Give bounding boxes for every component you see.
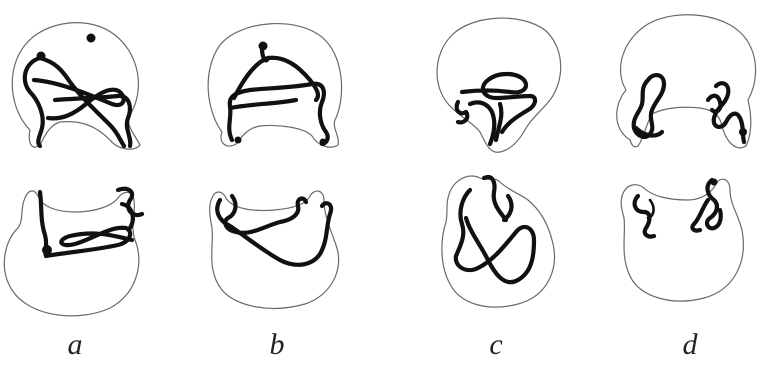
chromosome-strand bbox=[708, 96, 720, 112]
chromosome-dot bbox=[320, 139, 327, 146]
panel-c-upper-cell bbox=[437, 18, 561, 152]
panel-label-b: b bbox=[257, 330, 297, 360]
panel-b-lower-cell bbox=[210, 191, 339, 308]
panel-label-c: c bbox=[476, 330, 516, 360]
cell-outline bbox=[621, 179, 743, 301]
cell-outline bbox=[442, 176, 555, 307]
chromosome-dot bbox=[87, 34, 96, 43]
chromosome-strand bbox=[46, 228, 132, 256]
panel-a-upper-cell bbox=[12, 23, 140, 149]
chromosome-strand bbox=[470, 102, 494, 144]
chromosome-strand bbox=[25, 58, 43, 146]
chromosome-strand bbox=[230, 100, 296, 108]
chromosome-strand bbox=[484, 177, 506, 220]
chromosome-dot bbox=[42, 245, 52, 255]
chromosome-strand bbox=[496, 104, 501, 140]
panel-d-lower-cell bbox=[621, 179, 743, 302]
panel-b bbox=[208, 24, 341, 309]
cell-outline bbox=[12, 23, 140, 149]
panel-d bbox=[617, 15, 756, 301]
panel-c bbox=[437, 18, 561, 307]
cell-outline bbox=[210, 191, 339, 308]
chromosome-dot bbox=[739, 128, 747, 136]
panel-b-upper-cell bbox=[208, 24, 341, 148]
chromosome-strand bbox=[504, 196, 511, 220]
chromosome-dot bbox=[235, 137, 242, 144]
chromosome-strand bbox=[234, 58, 318, 100]
chromosome-strand bbox=[457, 102, 468, 122]
chromosome-strand bbox=[122, 204, 133, 228]
panel-label-d: d bbox=[670, 330, 710, 360]
panel-c-lower-cell bbox=[442, 176, 555, 307]
panel-a bbox=[4, 23, 142, 316]
panel-a-lower-cell bbox=[4, 189, 142, 316]
chromosome-dot bbox=[37, 52, 46, 61]
chromosome-strand bbox=[225, 196, 306, 233]
chromosome-dot bbox=[259, 42, 268, 51]
panel-label-a: a bbox=[55, 330, 95, 360]
chromosome-dot bbox=[711, 179, 718, 186]
panel-d-upper-cell bbox=[617, 15, 756, 148]
